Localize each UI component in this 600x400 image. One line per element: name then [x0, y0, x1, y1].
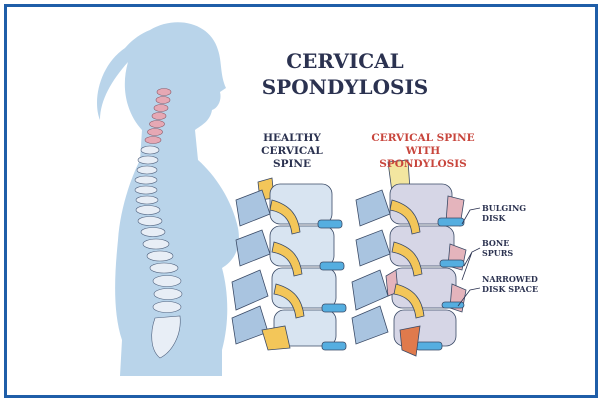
title-line-2: SPONDYLOSIS [261, 75, 429, 99]
spondylosis-vertebrae [351, 159, 467, 357]
annotation-line: DISK SPACE [482, 284, 539, 294]
disease-label-line-1: CERVICAL SPINE WITH [371, 132, 475, 157]
disease-label-line-2: SPONDYLOSIS [379, 158, 467, 170]
annotation-line: NARROWED [482, 274, 538, 284]
annotation-line: DISK [482, 213, 506, 223]
bone-spurs-label: BONE SPURS [482, 238, 513, 258]
annotation-leaders [457, 207, 481, 307]
woman-silhouette [97, 22, 239, 376]
healthy-label-line-1: HEALTHY CERVICAL [261, 132, 323, 157]
spine-column [134, 88, 183, 359]
bulging-disk-label: BULGING DISK [482, 203, 526, 223]
page-title: CERVICAL SPONDYLOSIS [245, 48, 445, 100]
healthy-spine-label: HEALTHY CERVICAL SPINE [232, 132, 352, 171]
healthy-vertebrae [231, 177, 347, 351]
title-line-1: CERVICAL [286, 49, 404, 73]
annotation-line: BULGING [482, 203, 527, 213]
spondylosis-spine-label: CERVICAL SPINE WITH SPONDYLOSIS [360, 132, 486, 171]
annotation-line: BONE [482, 238, 510, 248]
healthy-label-line-2: SPINE [273, 158, 311, 170]
annotation-line: SPURS [482, 248, 514, 258]
narrowed-disk-space-label: NARROWED DISK SPACE [482, 274, 538, 294]
